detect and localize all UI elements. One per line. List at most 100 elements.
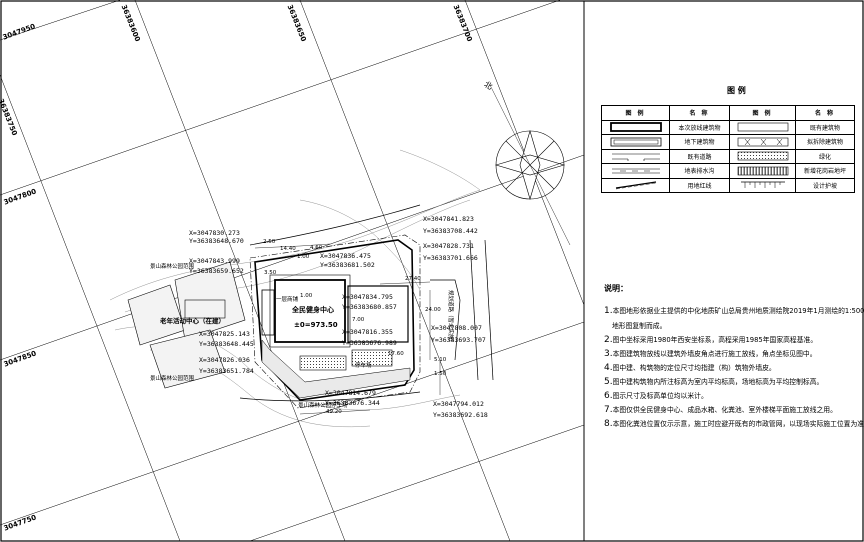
note-item: 8.本图化粪池位置仅示示意，施工时应避开既有的市政管网，以现场实际施工位置为准。 bbox=[604, 418, 864, 429]
coord-y: Y=36383680.857 bbox=[342, 303, 397, 311]
legend-name: 本次放线建筑物 bbox=[669, 119, 730, 135]
note-number: 6. bbox=[604, 391, 613, 401]
note-item: 2.图中坐标采用1980年西安坐标系，高程采用1985年国家高程基准。 bbox=[604, 334, 817, 345]
dimension-label: 24.00 bbox=[425, 307, 441, 313]
coord-y: Y=36383693.707 bbox=[431, 336, 486, 344]
legend-header-row: 图 例 名 称 图 例 名 称 bbox=[601, 105, 855, 121]
note-number: 4. bbox=[604, 363, 613, 373]
coord-y: Y=36383676.989 bbox=[342, 339, 397, 347]
coord-y: Y=36383648.445 bbox=[199, 340, 254, 348]
site-boundary bbox=[249, 234, 421, 409]
dimension-label: 4.60 bbox=[310, 245, 323, 251]
legend-header: 图 例 bbox=[601, 105, 670, 121]
legend-row: 地表排水沟 新增花岗岩地坪 bbox=[601, 163, 855, 179]
note-text: 本图化粪池位置仅示示意，施工时应避开既有的市政管网，以现场实际施工位置为准。 bbox=[612, 420, 864, 428]
coord-y: Y=36383651.784 bbox=[199, 367, 254, 375]
coord-x: X=3047826.036 bbox=[199, 356, 250, 364]
legend-header: 图 例 bbox=[729, 105, 796, 121]
legend-name: 用地红线 bbox=[669, 177, 730, 193]
coord-y: Y=36383659.652 bbox=[189, 267, 244, 275]
dimension-label: 2.50 bbox=[263, 239, 276, 245]
dimension-label: 14.40 bbox=[280, 246, 296, 252]
note-number: 1. bbox=[604, 306, 613, 316]
coord-x: X=3047794.012 bbox=[433, 400, 484, 408]
coord-y: Y=36383692.618 bbox=[433, 411, 488, 419]
note-text: 图示尺寸及标高单位均以米计。 bbox=[612, 392, 708, 400]
coord-y: Y=36383701.666 bbox=[423, 254, 478, 262]
existing-buildings-left bbox=[127, 261, 246, 389]
coord-x: X=3047830.273 bbox=[189, 229, 240, 237]
legend-name: 地表排水沟 bbox=[669, 163, 730, 179]
legend-name: 设计护坡 bbox=[795, 177, 855, 193]
note-number: 8. bbox=[604, 419, 613, 429]
coord-x: X=3047828.731 bbox=[423, 242, 474, 250]
note-item: 5.图中建构筑物内所注标高为室内平均标高，场地标高为平均控制标高。 bbox=[604, 376, 823, 387]
parking-label: 停车场 bbox=[355, 363, 372, 369]
coord-x: X=3047834.795 bbox=[342, 293, 393, 301]
coord-x: X=3047841.823 bbox=[423, 215, 474, 223]
legend-name: 既有道路 bbox=[669, 148, 730, 164]
dimension-label: 27.40 bbox=[405, 276, 421, 282]
coord-x: X=3047843.999 bbox=[189, 257, 240, 265]
note-item: 7.本图仅供全民健身中心、成品水箱、化粪池、室外楼梯平面施工放线之用。 bbox=[604, 404, 837, 415]
legend-symbol bbox=[729, 134, 796, 150]
note-number: 7. bbox=[604, 405, 613, 415]
note-text: 本图地形依据业主提供的中化地质矿山总局贵州地质测绘院2019年1月测绘的1:50… bbox=[612, 307, 864, 315]
floor-label: 一层商铺 bbox=[276, 297, 299, 303]
legend-symbol bbox=[729, 119, 796, 135]
coord-y: Y=36383648.670 bbox=[189, 237, 244, 245]
dimension-label: 1.50 bbox=[434, 371, 447, 377]
note-item: 4.图中建、构筑物的定位尺寸均指建（构）筑物外墙皮。 bbox=[604, 362, 776, 373]
note-item-cont: 地形图复制而成。 bbox=[612, 322, 667, 330]
note-text: 本图仅供全民健身中心、成品水箱、化粪池、室外楼梯平面施工放线之用。 bbox=[612, 406, 837, 414]
coord-x: X=3047836.475 bbox=[320, 252, 371, 260]
coordinate-grid bbox=[0, 0, 585, 542]
note-item: 6.图示尺寸及标高单位均以米计。 bbox=[604, 390, 708, 401]
dimension-label: 5.10 bbox=[434, 357, 447, 363]
dimension-label: 49.20 bbox=[326, 409, 342, 415]
elevation-label: ±0=973.50 bbox=[294, 321, 338, 329]
legend-symbol bbox=[729, 163, 796, 179]
note-item: 3.本图建筑物放线以建筑外墙皮角点进行施工放线，角点坐标见图中。 bbox=[604, 348, 817, 359]
building-name: 全民健身中心 bbox=[292, 306, 334, 314]
note-number: 5. bbox=[604, 377, 613, 387]
dimension-label: 17.60 bbox=[388, 351, 404, 357]
dimension-label: 1.00 bbox=[297, 254, 310, 260]
legend-table: 图 例 名 称 图 例 名 称 本次放线建筑物 既有建筑物 地下建筑物 拟拆除建… bbox=[601, 105, 855, 193]
legend-row: 用地红线 设计护坡 bbox=[601, 177, 855, 193]
legend-name: 地下建筑物 bbox=[669, 134, 730, 150]
park-area-label: 景山森林公园范围 bbox=[150, 264, 195, 270]
coord-x: X=3047814.679 bbox=[325, 389, 376, 397]
legend-name: 拟拆除建筑物 bbox=[795, 134, 855, 150]
note-text: 图中建构筑物内所注标高为室内平均标高，场地标高为平均控制标高。 bbox=[612, 378, 824, 386]
coord-y: Y=36383708.442 bbox=[423, 227, 478, 235]
coord-y: Y=36383681.502 bbox=[320, 261, 375, 269]
legend-symbol bbox=[729, 177, 796, 193]
center-label: 老年活动中心（在建） bbox=[160, 317, 225, 325]
legend-name: 既有建筑物 bbox=[795, 119, 855, 135]
legend-title: 图 例 bbox=[727, 86, 746, 95]
note-number: 3. bbox=[604, 349, 613, 359]
dimension-label: 3.50 bbox=[264, 270, 277, 276]
roads bbox=[239, 204, 494, 402]
legend-name: 新增花岗岩地坪 bbox=[795, 163, 855, 179]
note-text: 本图建筑物放线以建筑外墙皮角点进行施工放线，角点坐标见图中。 bbox=[612, 350, 817, 358]
legend-header: 名 称 bbox=[795, 105, 855, 121]
legend-symbol bbox=[601, 119, 670, 135]
north-arrow bbox=[489, 84, 571, 246]
legend-symbol bbox=[729, 148, 796, 164]
park-area-label: 景山森林公园范围 bbox=[150, 376, 195, 382]
notes-title: 说明： bbox=[604, 284, 628, 293]
coord-y: Y=36383676.344 bbox=[325, 399, 380, 407]
legend-name: 绿化 bbox=[795, 148, 855, 164]
dimension-label: 1.00 bbox=[300, 293, 313, 299]
dimension-label: 7.00 bbox=[352, 317, 365, 323]
legend-row: 既有道路 绿化 bbox=[601, 148, 855, 164]
legend-row: 本次放线建筑物 既有建筑物 bbox=[601, 119, 855, 135]
fitness-center-building bbox=[261, 274, 409, 371]
coord-x: X=3047816.355 bbox=[342, 328, 393, 336]
legend-symbol bbox=[601, 134, 670, 150]
dimension-lines bbox=[254, 243, 441, 415]
road-label: 规划道路（暂未实施） bbox=[447, 290, 453, 346]
